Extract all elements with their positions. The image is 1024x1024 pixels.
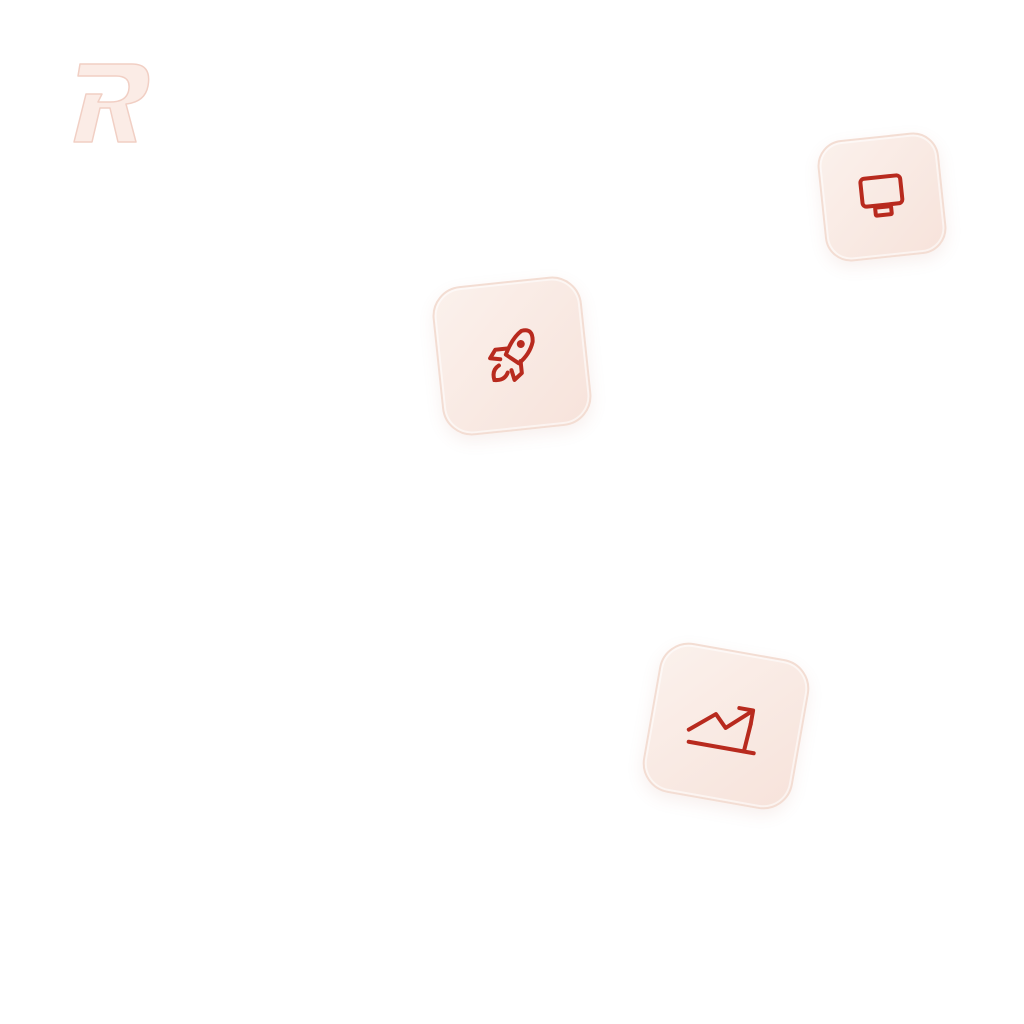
- r-logo-mark: [66, 58, 156, 150]
- rocket-tile[interactable]: [429, 273, 595, 439]
- rocket-icon: [488, 328, 535, 383]
- monitor-icon: [858, 173, 905, 218]
- monitor-tile[interactable]: [814, 129, 950, 265]
- chart-tile[interactable]: [637, 637, 815, 815]
- trending-up-icon: [686, 706, 756, 756]
